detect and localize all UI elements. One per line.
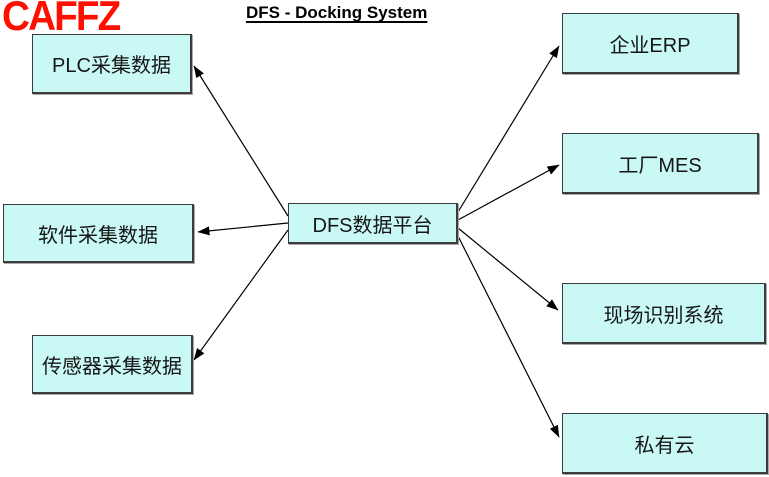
node-erp-label: 企业ERP [609, 34, 691, 57]
node-erp: 企业ERP [562, 13, 739, 74]
node-software: 软件采集数据 [3, 204, 194, 263]
node-center-platform: DFS数据平台 [288, 203, 458, 244]
node-software-label: 软件采集数据 [38, 224, 158, 247]
node-cloud-label: 私有云 [634, 434, 695, 457]
node-sensor: 传感器采集数据 [32, 335, 193, 394]
page-title: DFS - Docking System [246, 3, 428, 22]
connector-center-to-erp [457, 45, 560, 213]
node-plc: PLC采集数据 [32, 34, 192, 94]
connector-center-to-sensor [193, 229, 289, 361]
connector-center-to-software [197, 222, 289, 236]
connector-center-to-recognition [457, 227, 559, 311]
node-mes-label: 工厂MES [618, 154, 702, 177]
connector-center-to-plc [193, 65, 289, 217]
node-plc-label: PLC采集数据 [52, 55, 171, 77]
node-sensor-label: 传感器采集数据 [42, 355, 182, 378]
node-cloud: 私有云 [562, 413, 768, 474]
node-recognition: 现场识别系统 [562, 283, 766, 344]
node-center-platform-label: DFS数据平台 [312, 214, 433, 237]
node-recognition-label: 现场识别系统 [603, 304, 724, 327]
watermark-logo: CAFFZ [2, 0, 121, 39]
connector-center-to-cloud [457, 235, 560, 438]
node-mes: 工厂MES [562, 133, 759, 194]
connector-center-to-mes [457, 164, 560, 221]
